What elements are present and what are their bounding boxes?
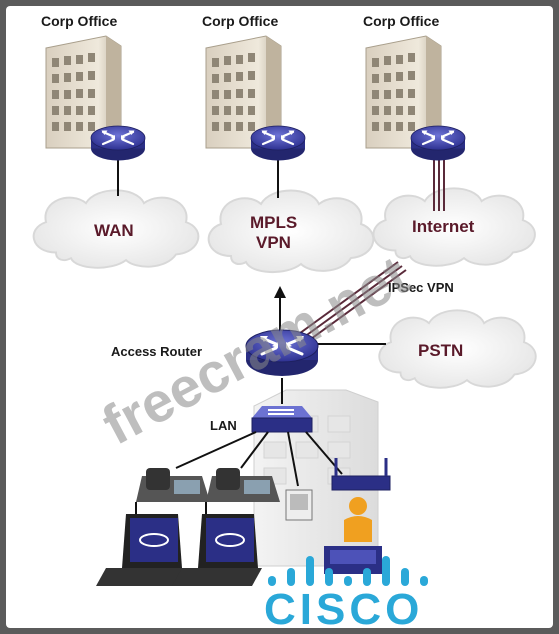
ip-phone-2 bbox=[206, 468, 280, 502]
ipsec-vpn-label: IPSec VPN bbox=[388, 280, 454, 295]
vpn-label: VPN bbox=[256, 233, 291, 252]
cisco-bar bbox=[325, 568, 333, 586]
cisco-bar bbox=[363, 568, 371, 586]
cisco-bar bbox=[287, 568, 295, 586]
user-at-desk bbox=[324, 497, 382, 574]
cisco-logo: CISCO bbox=[264, 556, 428, 628]
office-label-1: Corp Office bbox=[41, 13, 117, 29]
network-diagram: Corp Office Corp Office Corp Office WAN … bbox=[32, 13, 537, 628]
office-router-2 bbox=[249, 124, 307, 162]
office-label-2: Corp Office bbox=[202, 13, 278, 29]
office-router-1 bbox=[89, 124, 147, 162]
diagram-frame: Corp Office Corp Office Corp Office WAN … bbox=[6, 6, 553, 628]
internet-label: Internet bbox=[412, 217, 475, 236]
cisco-bar bbox=[268, 576, 276, 586]
cisco-bar bbox=[382, 556, 390, 586]
lan-label: LAN bbox=[210, 418, 237, 433]
cisco-bar bbox=[401, 568, 409, 586]
office-label-3: Corp Office bbox=[363, 13, 439, 29]
ip-phone-1 bbox=[136, 468, 210, 502]
access-router-label: Access Router bbox=[111, 344, 202, 359]
cisco-bar bbox=[306, 556, 314, 586]
cisco-bar bbox=[420, 576, 428, 586]
laptop-1 bbox=[96, 514, 186, 586]
lan-switch bbox=[251, 406, 313, 433]
cisco-wordmark: CISCO bbox=[264, 585, 423, 628]
office-router-3 bbox=[409, 124, 467, 162]
cisco-bar bbox=[344, 576, 352, 586]
pstn-label: PSTN bbox=[418, 341, 463, 360]
thin-client bbox=[285, 489, 313, 521]
wan-label: WAN bbox=[94, 221, 134, 240]
wireless-access-point bbox=[331, 458, 391, 491]
laptop-2 bbox=[172, 514, 262, 586]
mpls-label: MPLS bbox=[250, 213, 297, 232]
